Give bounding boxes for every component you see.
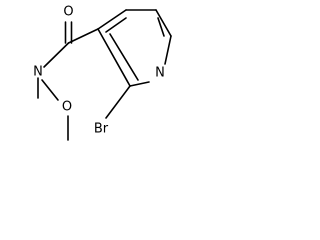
bond-carbonyl-ring	[67, 28, 99, 44]
atom-ring-nitrogen: N	[155, 66, 165, 81]
bond-ring-c2-c3	[97, 28, 131, 87]
bond-ring-c6-n1	[164, 35, 172, 65]
molecule-structure: O N O N Br	[33, 5, 172, 141]
atom-bromine: Br	[94, 122, 109, 137]
atom-carbonyl-oxygen: O	[63, 5, 73, 20]
bond-amide-n-methoxy-o	[41, 79, 59, 101]
atom-methoxy-oxygen: O	[62, 100, 72, 115]
bond-carbonyl-amide-n	[43, 42, 70, 68]
atom-amide-nitrogen: N	[33, 65, 43, 80]
bond-ring-inner-a	[105, 17, 127, 33]
bond-ring-inner-b	[157, 17, 165, 37]
bond-ring-n1-c2	[129, 81, 150, 87]
bond-ring-inner-c	[109, 33, 139, 81]
bond-ring-c5-c6	[155, 9, 172, 37]
bond-ring-c2-bromine	[105, 85, 131, 119]
bond-ring-c3-c4	[97, 9, 127, 30]
